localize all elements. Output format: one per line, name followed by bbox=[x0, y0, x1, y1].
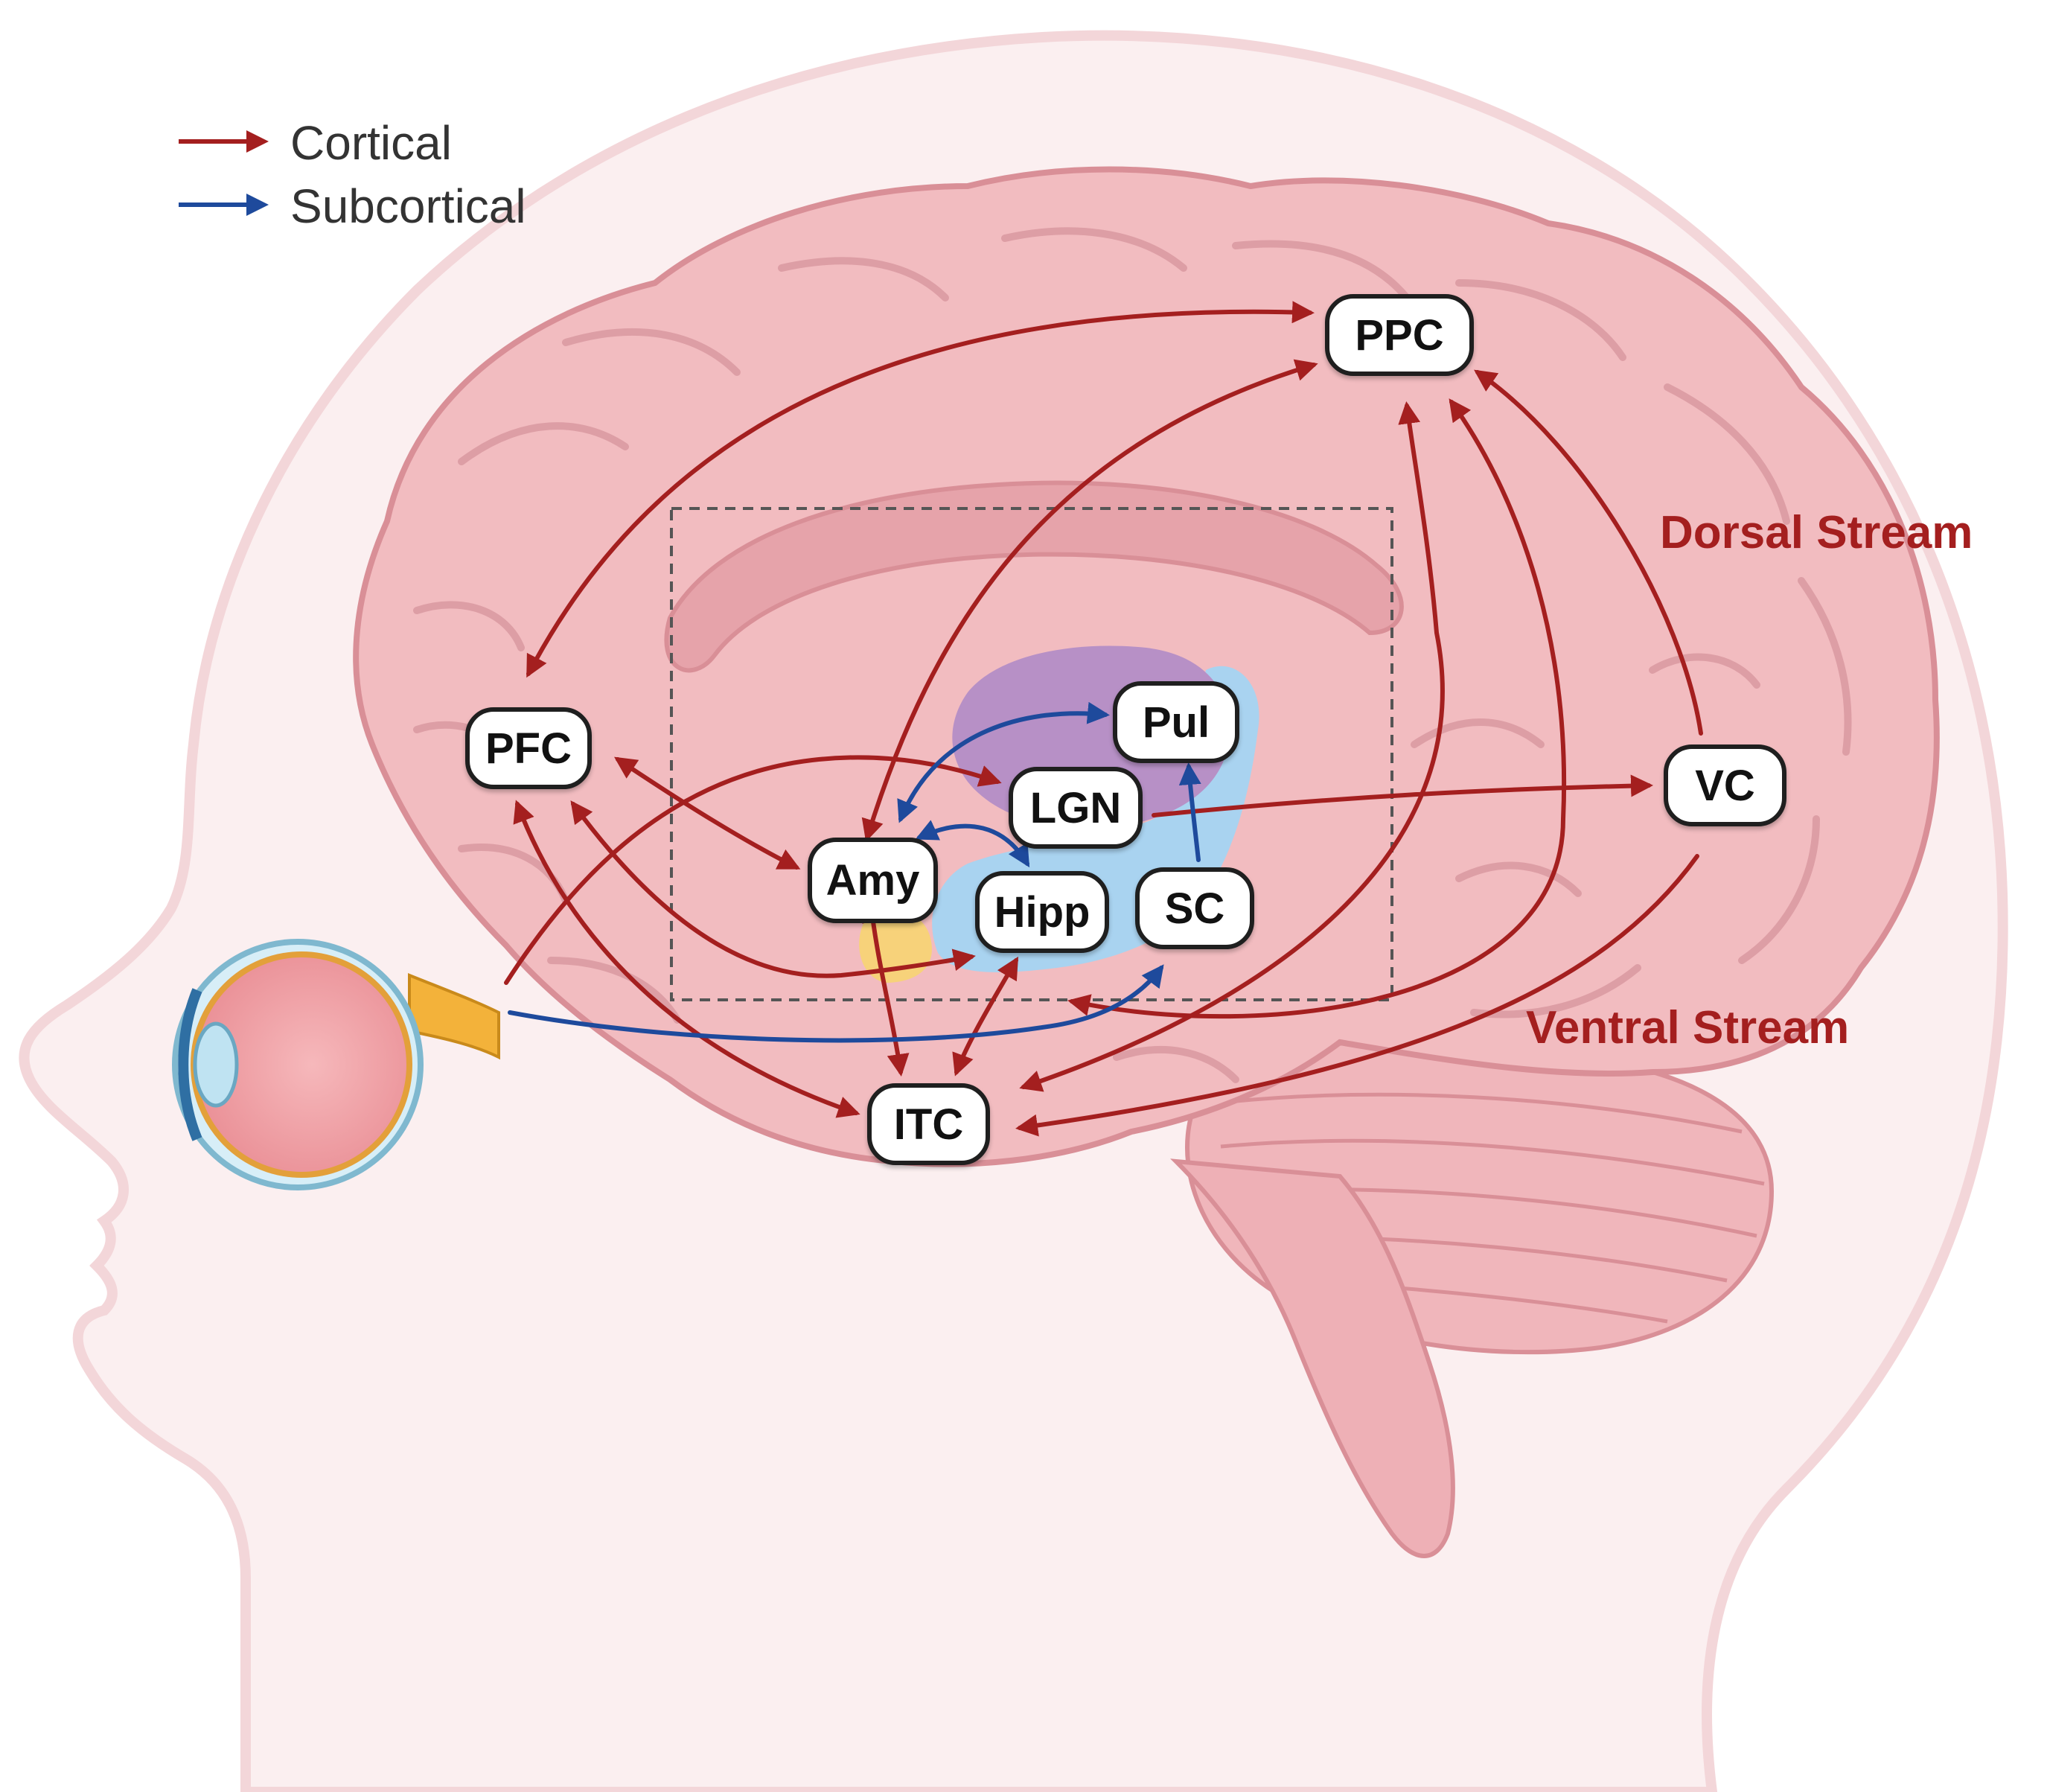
legend-subcortical-label: Subcortical bbox=[290, 179, 526, 233]
node-sc: SC bbox=[1135, 867, 1254, 949]
node-vc: VC bbox=[1664, 744, 1786, 826]
dorsal-stream-label: Dorsal Stream bbox=[1660, 507, 1973, 558]
brainstem bbox=[1170, 1158, 1455, 1558]
node-lgn: LGN bbox=[1009, 767, 1143, 849]
legend-subcortical: Subcortical bbox=[268, 179, 526, 234]
node-hipp: Hipp bbox=[975, 871, 1109, 953]
node-pul: Pul bbox=[1113, 681, 1239, 763]
legend-cortical: Cortical bbox=[268, 115, 452, 170]
eye bbox=[172, 939, 500, 1190]
ventral-stream-label: Ventral Stream bbox=[1526, 1002, 1850, 1053]
node-pfc: PFC bbox=[465, 707, 592, 789]
connection-arrows bbox=[504, 301, 1703, 1137]
node-itc: ITC bbox=[867, 1083, 990, 1165]
node-ppc: PPC bbox=[1325, 294, 1474, 376]
node-amy: Amy bbox=[808, 838, 938, 923]
legend-cortical-label: Cortical bbox=[290, 116, 452, 170]
